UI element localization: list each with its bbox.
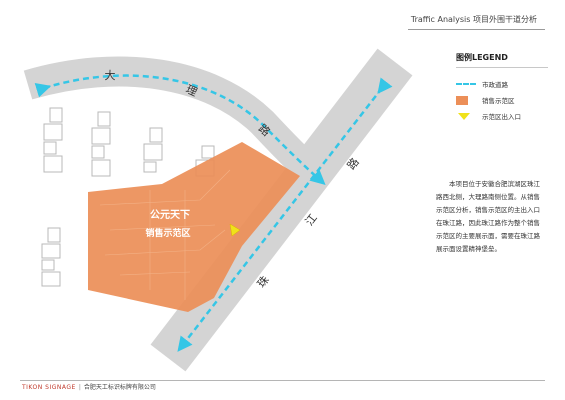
legend-item-label: 销售示范区	[482, 97, 515, 105]
legend-title: 图例LEGEND	[456, 53, 508, 62]
legend: 图例LEGEND 市政道路 销售示范区 示范区出入口	[456, 52, 548, 124]
title-divider	[408, 29, 545, 30]
footer: TIKON SIGNAGE|合肥天工标识标牌有限公司	[22, 382, 156, 391]
legend-item-label: 示范区出入口	[482, 113, 521, 121]
legend-item-sales-area: 销售示范区	[456, 92, 548, 108]
site-brand-label: 公元天下	[150, 209, 190, 221]
dali-road-label-char: 理	[184, 83, 199, 99]
legend-item-label: 市政道路	[482, 81, 508, 89]
page-title: Traffic Analysis 项目外围干道分析	[410, 15, 537, 24]
footer-divider	[20, 380, 545, 381]
yellow-arrow-icon	[458, 112, 470, 120]
dashed-arrow-icon	[456, 83, 476, 85]
legend-item-entrance: 示范区出入口	[456, 108, 548, 124]
entrance-arrow-icon	[229, 223, 241, 237]
dali-road-label-char: 大	[105, 68, 116, 82]
description-text: 本项目位于安徽合肥滨湖区珠江路西北侧，大理路南侧位置。从销售示范区分析，销售示范…	[436, 180, 540, 253]
footer-brand: TIKON SIGNAGE	[22, 384, 76, 391]
zhujiang-road-arrow	[177, 77, 393, 352]
site-area-label: 销售示范区	[145, 227, 190, 239]
footer-company: 合肥天工标识标牌有限公司	[83, 384, 156, 391]
orange-area-swatch	[456, 95, 468, 105]
legend-item-road: 市政道路	[456, 76, 548, 92]
legend-divider	[456, 67, 548, 68]
footer-separator: |	[78, 384, 81, 391]
